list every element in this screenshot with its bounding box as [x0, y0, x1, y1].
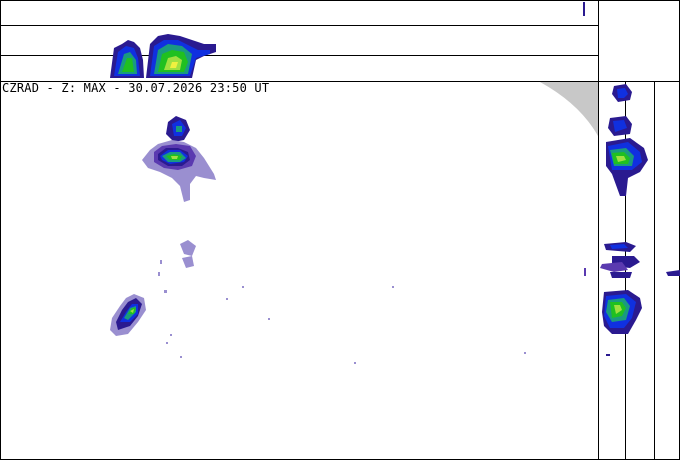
- top-projection-echoes: [110, 34, 216, 78]
- out-of-range-area: [540, 82, 598, 136]
- plan-view-echoes: [110, 116, 526, 364]
- radar-product-title: CZRAD - Z: MAX - 30.07.2026 23:50 UT: [2, 81, 270, 95]
- side-projection-echoes: [584, 84, 680, 356]
- top-panel-echo-mark: [583, 2, 585, 16]
